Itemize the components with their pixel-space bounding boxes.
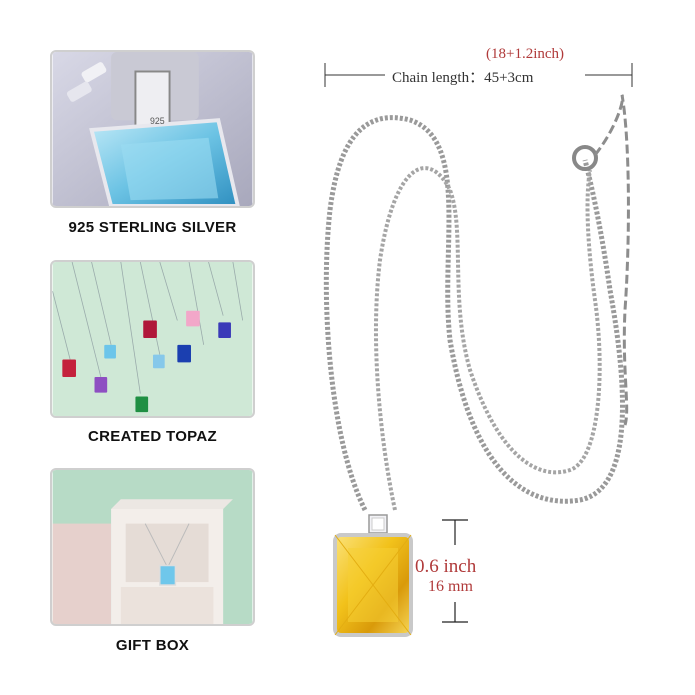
gift-box-photo-icon: [52, 470, 253, 624]
chain-length-inch: (18+1.2inch): [486, 46, 565, 62]
extender-chain: [593, 94, 630, 426]
pendant-height-inch: 0.6 inch: [415, 556, 477, 577]
pendant-height-mm: 16 mm: [428, 578, 473, 595]
created-topaz-thumbnail[interactable]: [50, 260, 255, 418]
created-topaz-caption: CREATED TOPAZ: [88, 428, 217, 445]
sterling-silver-caption: 925 STERLING SILVER: [68, 219, 237, 236]
pendant-height-bracket: [442, 519, 468, 623]
birthstone-pendants-icon: [52, 262, 253, 416]
chain: [323, 115, 625, 512]
stamp-text: 925: [150, 116, 165, 126]
sterling-silver-closeup-icon: 925: [52, 52, 253, 206]
chain-length-label: Chain length：45+3cm: [392, 70, 534, 86]
necklace-illustration: [323, 94, 630, 637]
chain-length-bracket: [324, 63, 633, 87]
gift-box-caption: GIFT BOX: [115, 637, 190, 654]
gift-box-thumbnail[interactable]: [50, 468, 255, 626]
clasp: [572, 145, 598, 171]
pendant-bail: [368, 514, 388, 534]
sterling-silver-thumbnail[interactable]: 925: [50, 50, 255, 208]
yellow-gem: [333, 533, 413, 637]
